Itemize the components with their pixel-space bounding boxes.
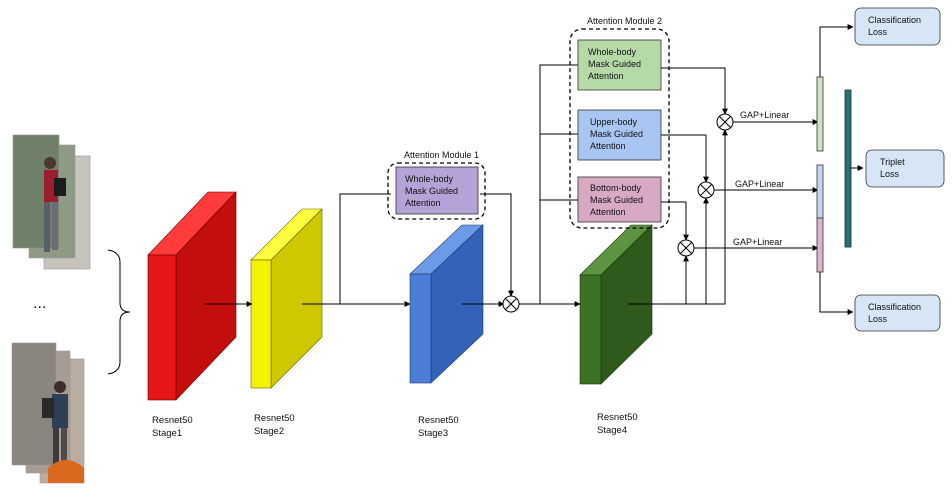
stage2-caption-stage: Stage2 bbox=[254, 426, 284, 437]
stage4-caption-name: Resnet50 bbox=[597, 412, 638, 423]
bottom-body-attention-box bbox=[577, 176, 662, 223]
classification-loss-bottom-line1: Classification bbox=[868, 302, 921, 312]
triplet-loss-line1: Triplet bbox=[880, 157, 905, 167]
classification-loss-top-box bbox=[854, 7, 941, 46]
classification-loss-bottom-line2: Loss bbox=[868, 314, 888, 324]
attention-module-1-title: Attention Module 1 bbox=[404, 150, 479, 160]
upper-body-label-line3: Attention bbox=[590, 141, 626, 151]
upper-body-feature-bar bbox=[816, 164, 824, 219]
upper-body-label-line2: Mask Guided bbox=[590, 129, 643, 139]
bottom-body-label-line2: Mask Guided bbox=[590, 195, 643, 205]
classification-loss-bottom-box bbox=[854, 294, 941, 332]
stage4-caption-stage: Stage4 bbox=[597, 425, 627, 436]
pedestrian-figure bbox=[44, 157, 66, 252]
stage2-block bbox=[250, 208, 323, 389]
whole-body-attention-box-m2 bbox=[577, 39, 662, 91]
arrow-to-classification-loss-top bbox=[819, 24, 854, 77]
pedestrian-figure bbox=[42, 381, 84, 483]
multiply-icon bbox=[716, 113, 734, 131]
whole-body-attention-box-m1 bbox=[395, 166, 479, 215]
multiply-icon bbox=[502, 295, 520, 313]
whole-body-label-line2: Mask Guided bbox=[588, 59, 641, 69]
ellipsis: ... bbox=[33, 295, 46, 312]
whole-body-label-line1: Whole-body bbox=[588, 47, 637, 57]
classification-loss-top-line1: Classification bbox=[868, 15, 921, 25]
whole-body-label-line3: Attention bbox=[405, 198, 441, 208]
stage1-block bbox=[147, 191, 237, 401]
whole-body-label-line3: Attention bbox=[588, 71, 624, 81]
stage3-caption-name: Resnet50 bbox=[418, 415, 459, 426]
arrow-stage4-to-mult1 bbox=[628, 129, 728, 305]
arrow-bottom-body-to-mult3 bbox=[661, 201, 689, 241]
input-brace bbox=[107, 249, 131, 375]
arrow-attention1-to-multiply bbox=[480, 193, 514, 297]
stage2-caption-name: Resnet50 bbox=[254, 413, 295, 424]
bottom-body-label-line3: Attention bbox=[590, 207, 626, 217]
whole-body-label-line1: Whole-body bbox=[405, 174, 454, 184]
bottom-body-feature-bar bbox=[816, 217, 824, 273]
stage1-caption-stage: Stage1 bbox=[152, 428, 182, 439]
upper-body-label-line1: Upper-body bbox=[590, 117, 638, 127]
bottom-body-label-line1: Bottom-body bbox=[590, 183, 642, 193]
multiply-icon bbox=[697, 181, 715, 199]
input-images-top bbox=[12, 134, 91, 270]
gap-linear-label: GAP+Linear bbox=[735, 179, 784, 189]
multiply-icon bbox=[677, 239, 695, 257]
classification-loss-top-line2: Loss bbox=[868, 27, 888, 37]
triplet-loss-line2: Loss bbox=[880, 169, 900, 179]
attention-module-2-frame bbox=[569, 28, 670, 229]
stage3-caption-stage: Stage3 bbox=[418, 428, 448, 439]
stage3-block bbox=[409, 224, 484, 384]
arrow-to-classification-loss-bottom bbox=[819, 272, 854, 315]
stage1-caption-name: Resnet50 bbox=[152, 415, 193, 426]
upper-body-attention-box bbox=[577, 109, 662, 161]
arrow-whole-body-to-mult1 bbox=[661, 67, 728, 115]
branch-to-whole-body-m2 bbox=[539, 64, 578, 304]
gap-linear-label: GAP+Linear bbox=[733, 237, 782, 247]
branch-to-attention-module-1 bbox=[339, 193, 391, 304]
attention-module-1-frame bbox=[387, 162, 486, 220]
input-images-bottom bbox=[11, 342, 85, 484]
stage4-block bbox=[579, 224, 653, 385]
whole-body-feature-bar bbox=[816, 76, 824, 152]
triplet-loss-box bbox=[865, 149, 945, 188]
whole-body-label-line2: Mask Guided bbox=[405, 186, 458, 196]
arrow-upper-body-to-mult2 bbox=[661, 134, 709, 183]
gap-linear-label: GAP+Linear bbox=[740, 110, 789, 120]
attention-module-2-title: Attention Module 2 bbox=[587, 16, 662, 26]
concatenated-feature-bar bbox=[844, 89, 852, 248]
